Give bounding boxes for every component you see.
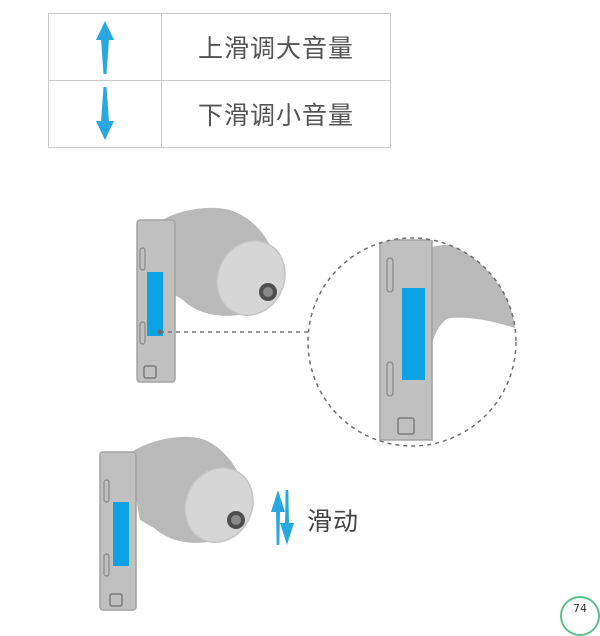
- gesture-row-volume-down: 下滑调小音量: [48, 80, 391, 148]
- earbud-illustration: [99, 207, 517, 611]
- charging-contact: [397, 417, 415, 435]
- earbud-bottom: [99, 436, 254, 611]
- touch-sensor-area: [147, 272, 163, 336]
- zoom-callout: [307, 237, 517, 447]
- gesture-label-volume-down: 下滑调小音量: [161, 80, 391, 148]
- slide-label: 滑动: [307, 507, 360, 536]
- mic-slot: [139, 247, 146, 271]
- page-number: 74: [573, 602, 587, 615]
- zoomed-touch-sensor-area: [402, 288, 425, 380]
- arrow-down-icon: [96, 87, 114, 140]
- charging-contact: [143, 365, 157, 379]
- mic-slot: [386, 257, 394, 293]
- gesture-label-volume-up: 上滑调大音量: [161, 13, 391, 81]
- charging-contact: [109, 593, 123, 607]
- gesture-row-volume-up: 上滑调大音量: [48, 13, 391, 81]
- touch-sensor-area: [113, 502, 129, 566]
- swap-vertical-arrows-icon: [271, 490, 294, 545]
- gesture-icon-cell: [48, 13, 162, 81]
- earbud-top: [136, 207, 310, 383]
- mic-slot: [139, 321, 146, 345]
- page-number-badge: 74: [560, 596, 600, 636]
- mic-slot: [386, 361, 394, 397]
- mic-slot: [103, 553, 110, 577]
- mic-slot: [103, 479, 110, 503]
- arrow-up-icon: [96, 21, 114, 74]
- gesture-icon-cell: [48, 80, 162, 148]
- gesture-table: 上滑调大音量 下滑调小音量: [48, 13, 391, 148]
- callout-circle: [307, 237, 517, 447]
